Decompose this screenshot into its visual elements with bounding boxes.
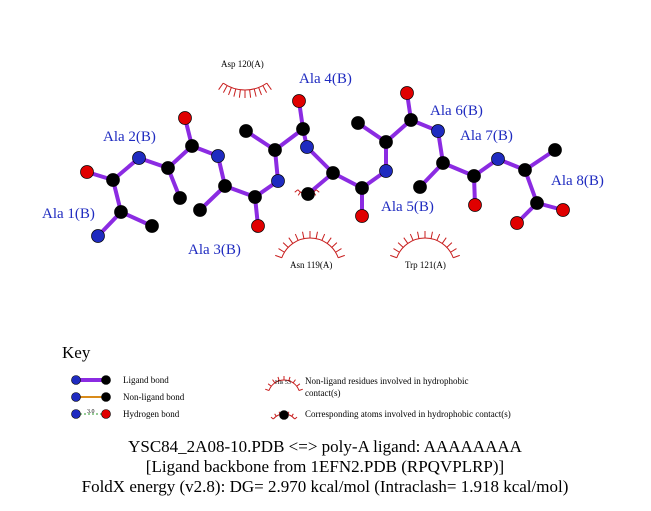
legend-key: Key Ligand bond Non-ligand bond 3.0 Hydr… [62, 343, 511, 420]
ligand-bonds [85, 91, 565, 238]
carbon-atom [518, 163, 532, 177]
oxygen-atom [510, 216, 524, 230]
key-nitrogen-atom-3 [71, 409, 81, 419]
carbon-atom [218, 179, 232, 193]
carbon-atom [404, 113, 418, 127]
key-carbon-atom-2 [101, 392, 111, 402]
footer-energy-line: FoldX energy (v2.8): DG= 2.970 kcal/mol … [82, 477, 569, 496]
key-hbond-distance: 3.0 [87, 409, 95, 415]
residue-label-ala1: Ala 1(B) [42, 206, 95, 222]
hydrophobic-label-asn119: Asn 119(A) [290, 260, 332, 270]
nitrogen-atom [431, 124, 445, 138]
key-nonligand-residues-label: Non-ligand residues involved in hydropho… [305, 376, 468, 386]
oxygen-atom [178, 111, 192, 125]
residue-label-ala7: Ala 7(B) [460, 128, 513, 144]
oxygen-atom [251, 219, 265, 233]
carbon-atom [268, 143, 282, 157]
carbon-atom [436, 156, 450, 170]
ligand-atoms [80, 86, 570, 243]
hydrophobic-label-asp120: Asp 120(A) [221, 59, 264, 69]
carbon-atom [106, 173, 120, 187]
carbon-atom [239, 124, 253, 138]
oxygen-atom [468, 198, 482, 212]
key-oxygen-atom [101, 409, 111, 419]
residue-label-ala8: Ala 8(B) [551, 173, 604, 189]
residue-label-ala4: Ala 4(B) [299, 71, 352, 87]
carbon-atom [413, 180, 427, 194]
nitrogen-atom [211, 149, 225, 163]
carbon-atom [248, 190, 262, 204]
carbon-atom [351, 116, 365, 130]
carbon-atom [467, 169, 481, 183]
carbon-atom [161, 161, 175, 175]
footer-backbone-line: [Ligand backbone from 1EFN2.PDB (RPQVPLR… [146, 457, 504, 476]
residue-label-ala3: Ala 3(B) [188, 242, 241, 258]
oxygen-atom [355, 209, 369, 223]
key-nonligand-bond-label: Non-ligand bond [123, 392, 185, 402]
key-hydrophobic-arc-icon [265, 376, 303, 391]
carbon-atom [296, 122, 310, 136]
carbon-atom [114, 205, 128, 219]
carbon-atom [301, 187, 315, 201]
hydrophobic-arc-asn119 [275, 231, 345, 259]
residue-label-ala2: Ala 2(B) [103, 129, 156, 145]
hydrophobic-arc-asp120 [218, 82, 272, 98]
hydrophobic-arc-trp121 [390, 231, 460, 259]
oxygen-atom [80, 165, 94, 179]
carbon-atom [355, 181, 369, 195]
carbon-atom [185, 139, 199, 153]
nitrogen-atom [491, 152, 505, 166]
footer-title-line: YSC84_2A08-10.PDB <=> poly-A ligand: AAA… [128, 437, 523, 456]
oxygen-atom [292, 94, 306, 108]
key-title: Key [62, 343, 91, 362]
key-his-label: His 53 [275, 380, 291, 386]
carbon-atom [193, 203, 207, 217]
nitrogen-atom [300, 140, 314, 154]
key-arc-spokes [265, 376, 303, 391]
nitrogen-atom [91, 229, 105, 243]
key-hydrogen-bond-label: Hydrogen bond [123, 409, 180, 419]
nitrogen-atom [271, 174, 285, 188]
key-corresponding-carbon-atom [279, 410, 289, 420]
residue-label-ala5: Ala 5(B) [381, 199, 434, 215]
carbon-atom [548, 143, 562, 157]
key-carbon-atom [101, 375, 111, 385]
nitrogen-atom [132, 151, 146, 165]
key-nitrogen-atom-2 [71, 392, 81, 402]
key-nitrogen-atom [71, 375, 81, 385]
key-corresponding-atoms-label: Corresponding atoms involved in hydropho… [305, 409, 511, 419]
carbon-atom [326, 166, 340, 180]
oxygen-atom [556, 203, 570, 217]
carbon-atom [379, 135, 393, 149]
key-ligand-bond-label: Ligand bond [123, 375, 169, 385]
hydrophobic-label-trp121: Trp 121(A) [405, 260, 446, 270]
nitrogen-atom [379, 164, 393, 178]
carbon-atom [173, 191, 187, 205]
residue-label-ala6: Ala 6(B) [430, 103, 483, 119]
key-nonligand-residues-label-2: contact(s) [305, 388, 340, 398]
carbon-atom [145, 219, 159, 233]
oxygen-atom [400, 86, 414, 100]
carbon-atom [530, 196, 544, 210]
